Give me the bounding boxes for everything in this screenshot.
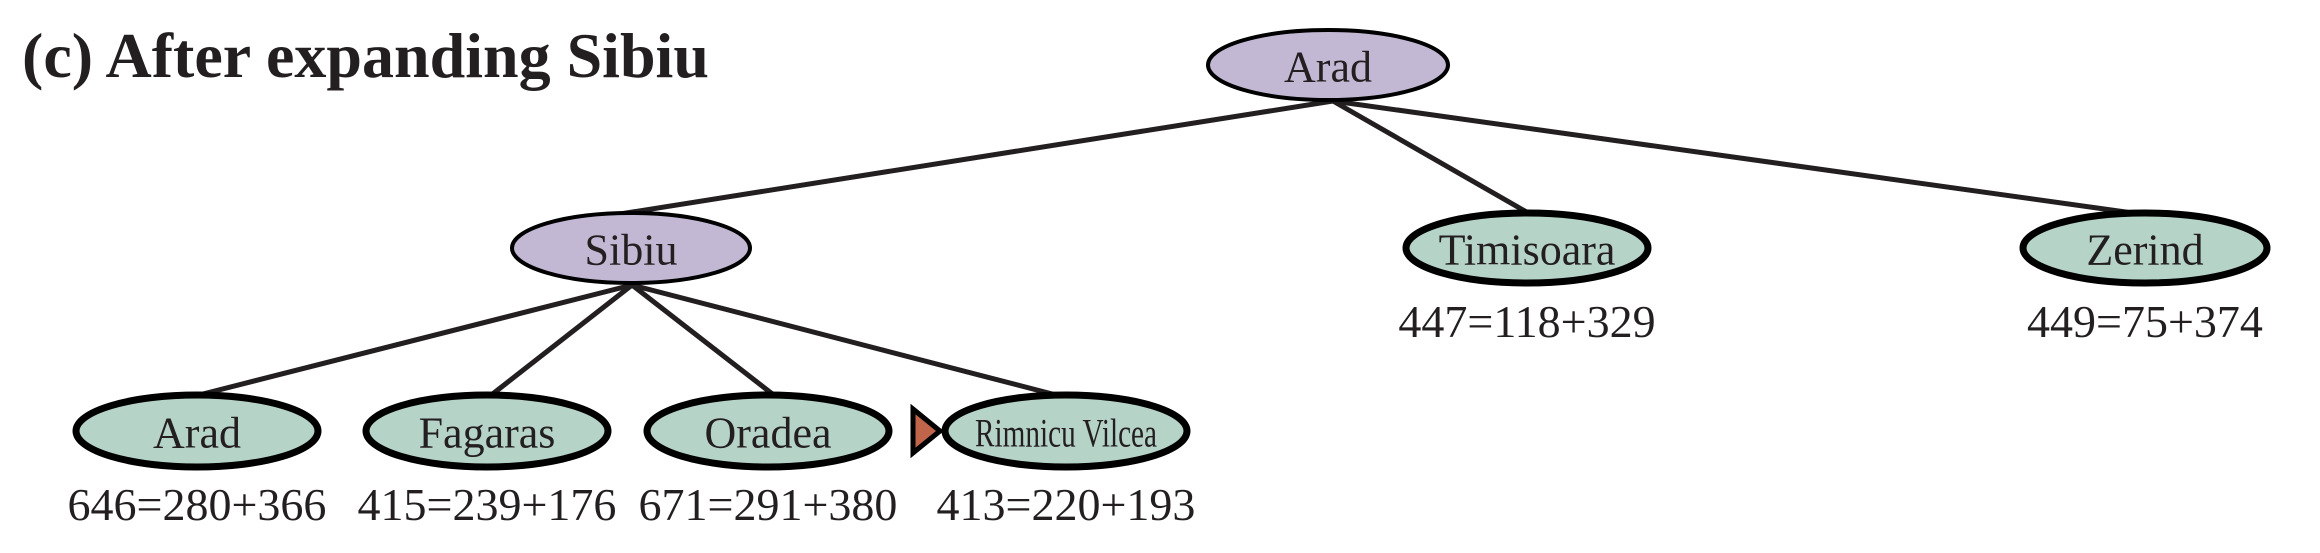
node-label: Arad	[153, 409, 241, 458]
next-expand-marker-icon	[910, 403, 944, 459]
tree-node-arad-leaf: Arad 646=280+366	[68, 391, 327, 530]
node-label: Fagaras	[419, 409, 556, 458]
frontier-node-shape	[941, 391, 1191, 471]
edge-sibiu-to-rimnicu-vilcea	[629, 282, 1063, 399]
frontier-node-shape	[72, 391, 322, 471]
tree-node-rimnicu-vilcea: Rimnicu Vilcea 413=220+193	[910, 391, 1196, 530]
edge-sibiu-to-arad-leaf	[192, 282, 635, 399]
node-label: Sibiu	[585, 226, 678, 275]
node-label: Rimnicu Vilcea	[975, 411, 1157, 456]
edge-root-arad-to-timisoara	[1330, 98, 1533, 217]
expanded-node-shape	[1206, 28, 1450, 102]
figure-title: (c) After expanding Sibiu	[22, 20, 709, 91]
tree-edges	[192, 98, 2143, 399]
frontier-node-shape	[362, 391, 612, 471]
node-cost-label: 415=239+176	[358, 479, 617, 530]
node-cost-label: 447=118+329	[1398, 296, 1655, 347]
tree-node-sibiu: Sibiu	[510, 211, 752, 285]
frontier-node-shape	[643, 391, 893, 471]
node-label: Arad	[1284, 43, 1372, 92]
frontier-node-shape	[1402, 209, 1652, 287]
tree-node-timisoara: Timisoara 447=118+329	[1398, 209, 1656, 347]
edge-root-arad-to-zerind	[1330, 98, 2143, 217]
node-cost-label: 413=220+193	[937, 479, 1196, 530]
node-label: Timisoara	[1439, 226, 1616, 275]
tree-node-fagaras: Fagaras 415=239+176	[358, 391, 617, 530]
node-cost-label: 646=280+366	[68, 479, 327, 530]
expanded-node-shape	[510, 211, 752, 285]
frontier-node-shape	[2019, 209, 2271, 287]
node-label: Zerind	[2086, 226, 2203, 275]
tree-node-zerind: Zerind 449=75+374	[2019, 209, 2271, 347]
node-cost-label: 449=75+374	[2027, 296, 2263, 347]
node-label: Oradea	[704, 409, 831, 458]
edge-sibiu-to-fagaras	[487, 282, 635, 399]
node-cost-label: 671=291+380	[639, 479, 898, 530]
tree-node-root-arad: Arad	[1206, 28, 1450, 102]
tree-node-oradea: Oradea 671=291+380	[639, 391, 898, 530]
edge-sibiu-to-oradea	[629, 282, 778, 399]
edge-root-arad-to-sibiu	[617, 98, 1336, 217]
